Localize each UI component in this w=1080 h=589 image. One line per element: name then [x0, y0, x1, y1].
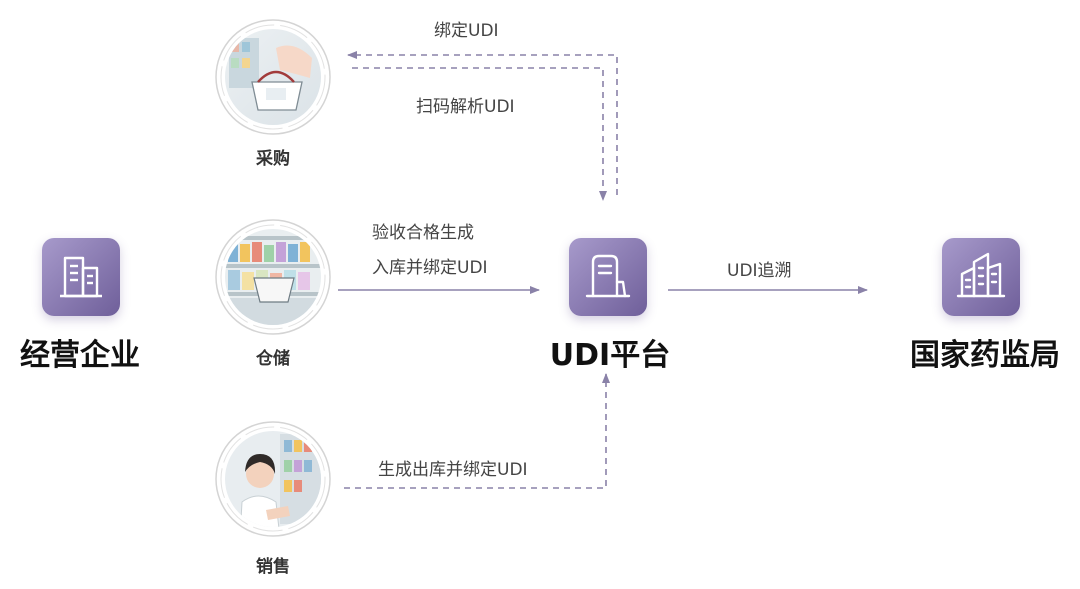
- scan-parse-connector: [352, 67, 607, 201]
- udi-device-icon: [585, 254, 631, 298]
- platform-tile: [569, 238, 647, 316]
- enterprise-tile: [42, 238, 120, 316]
- building-icon: [60, 256, 102, 298]
- sales-photo: [214, 420, 332, 538]
- scan-parse-text: 扫码解析UDI: [416, 97, 515, 117]
- bind-udi-connector: [347, 51, 618, 195]
- enterprise-label: 经营企业: [20, 338, 140, 373]
- inspect-line1-text: 验收合格生成: [372, 223, 474, 243]
- storage-label: 仓储: [256, 349, 290, 369]
- bind-udi-text: 绑定UDI: [434, 21, 499, 41]
- storage-photo: [214, 218, 332, 336]
- platform-label: UDI平台: [549, 338, 671, 373]
- sales-label: 销售: [256, 557, 290, 577]
- inspect-line2-text: 入库并绑定UDI: [372, 258, 488, 278]
- purchase-photo: [214, 18, 332, 136]
- purchase-label: 采购: [256, 149, 290, 169]
- government-building-icon: [956, 252, 1006, 298]
- outbound-text: 生成出库并绑定UDI: [378, 460, 528, 480]
- trace-text: UDI追溯: [727, 261, 792, 281]
- regulator-tile: [942, 238, 1020, 316]
- regulator-label: 国家药监局: [910, 338, 1060, 373]
